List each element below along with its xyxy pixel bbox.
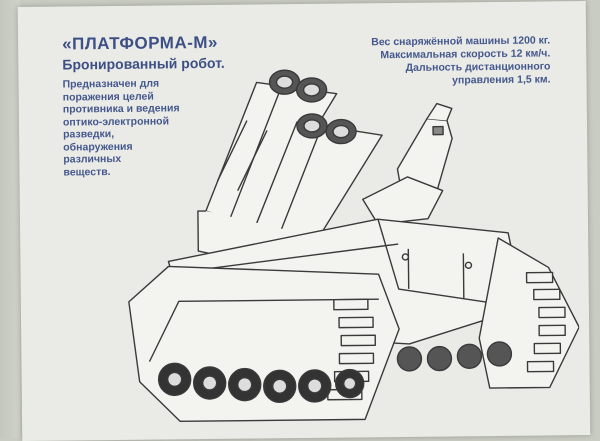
- page-title: «ПЛАТФОРМА-М»: [62, 33, 218, 55]
- coloring-page: «ПЛАТФОРМА-М» Бронированный робот. Предн…: [18, 1, 591, 441]
- sensor-turret: [362, 103, 453, 224]
- background-edge: [0, 0, 20, 438]
- front-track: [128, 264, 400, 422]
- rear-track: [478, 237, 580, 388]
- robot-illustration: [106, 57, 580, 432]
